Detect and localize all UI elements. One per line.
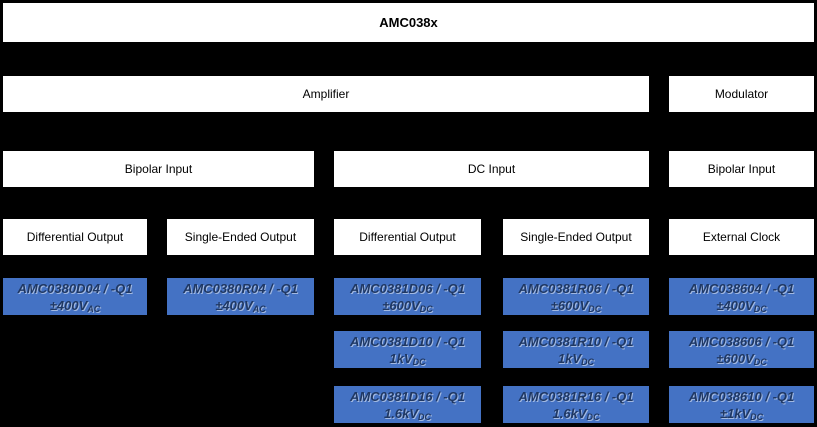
amplifier-node: Amplifier	[2, 75, 650, 113]
bipolar-input-left-node: Bipolar Input	[2, 150, 315, 188]
part-rating: ±600VDC	[382, 297, 433, 314]
rating-subscript: DC	[753, 303, 767, 314]
part-amc0380d04: AMC0380D04 / -Q1 ±400VAC	[2, 277, 148, 316]
part-number: AMC0381D16 / -Q1	[350, 388, 465, 404]
part-rating: ±400VDC	[716, 297, 767, 314]
single-ended-output-left-label: Single-Ended Output	[184, 230, 297, 244]
rating-subscript: DC	[581, 356, 595, 367]
modulator-node: Modulator	[668, 75, 815, 113]
part-amc0381d16: AMC0381D16 / -Q1 1.6kVDC	[333, 385, 482, 424]
differential-output-left-node: Differential Output	[2, 218, 148, 256]
single-ended-output-right-node: Single-Ended Output	[502, 218, 650, 256]
rating-subscript: DC	[419, 303, 433, 314]
part-number: AMC0381R06 / -Q1	[518, 280, 634, 296]
part-rating: 1kVDC	[389, 350, 426, 367]
part-number: AMC0381D06 / -Q1	[350, 280, 465, 296]
rating-subscript: DC	[750, 411, 764, 422]
part-number: AMC0381R16 / -Q1	[518, 388, 634, 404]
dc-input-label: DC Input	[467, 162, 516, 176]
part-number: AMC0380R04 / -Q1	[183, 280, 298, 296]
differential-output-right-node: Differential Output	[333, 218, 482, 256]
part-amc038610: AMC038610 / -Q1 ±1kVDC	[668, 385, 815, 424]
rating-subscript: DC	[588, 303, 602, 314]
modulator-label: Modulator	[714, 87, 769, 101]
part-amc038606: AMC038606 / -Q1 ±600VDC	[668, 330, 815, 369]
part-rating: ±400VAC	[215, 297, 266, 314]
part-number: AMC0381D10 / -Q1	[350, 333, 465, 349]
part-number: AMC038606 / -Q1	[688, 333, 795, 349]
rating-subscript: DC	[417, 411, 431, 422]
part-amc0381d06: AMC0381D06 / -Q1 ±600VDC	[333, 277, 482, 316]
rating-subscript: AC	[87, 303, 101, 314]
family-root-label: AMC038x	[379, 15, 438, 30]
external-clock-node: External Clock	[668, 218, 815, 256]
rating-subscript: DC	[586, 411, 600, 422]
rating-subscript: DC	[412, 356, 426, 367]
part-number: AMC0380D04 / -Q1	[17, 280, 133, 296]
part-amc038604: AMC038604 / -Q1 ±400VDC	[668, 277, 815, 316]
single-ended-output-left-node: Single-Ended Output	[166, 218, 315, 256]
external-clock-label: External Clock	[702, 230, 781, 244]
part-number: AMC038604 / -Q1	[688, 280, 795, 296]
rating-subscript: AC	[252, 303, 266, 314]
rating-subscript: DC	[753, 356, 767, 367]
single-ended-output-right-label: Single-Ended Output	[520, 230, 632, 244]
family-root-node: AMC038x	[2, 2, 815, 43]
amplifier-label: Amplifier	[302, 87, 350, 101]
part-number: AMC0381R10 / -Q1	[518, 333, 634, 349]
bipolar-input-right-label: Bipolar Input	[707, 162, 776, 176]
bipolar-input-left-label: Bipolar Input	[124, 162, 193, 176]
part-amc0381d10: AMC0381D10 / -Q1 1kVDC	[333, 330, 482, 369]
part-amc0381r16: AMC0381R16 / -Q1 1.6kVDC	[502, 385, 650, 424]
part-rating: 1.6kVDC	[552, 405, 600, 422]
dc-input-node: DC Input	[333, 150, 650, 188]
differential-output-left-label: Differential Output	[26, 230, 124, 244]
part-number: AMC038610 / -Q1	[688, 388, 795, 404]
part-rating: ±1kVDC	[719, 405, 764, 422]
differential-output-right-label: Differential Output	[359, 230, 456, 244]
part-rating: 1.6kVDC	[384, 405, 431, 422]
part-rating: 1kVDC	[557, 350, 595, 367]
part-rating: ±600VDC	[550, 297, 602, 314]
part-amc0380r04: AMC0380R04 / -Q1 ±400VAC	[166, 277, 315, 316]
part-rating: ±400VAC	[49, 297, 101, 314]
part-amc0381r06: AMC0381R06 / -Q1 ±600VDC	[502, 277, 650, 316]
bipolar-input-right-node: Bipolar Input	[668, 150, 815, 188]
part-rating: ±600VDC	[716, 350, 767, 367]
part-amc0381r10: AMC0381R10 / -Q1 1kVDC	[502, 330, 650, 369]
